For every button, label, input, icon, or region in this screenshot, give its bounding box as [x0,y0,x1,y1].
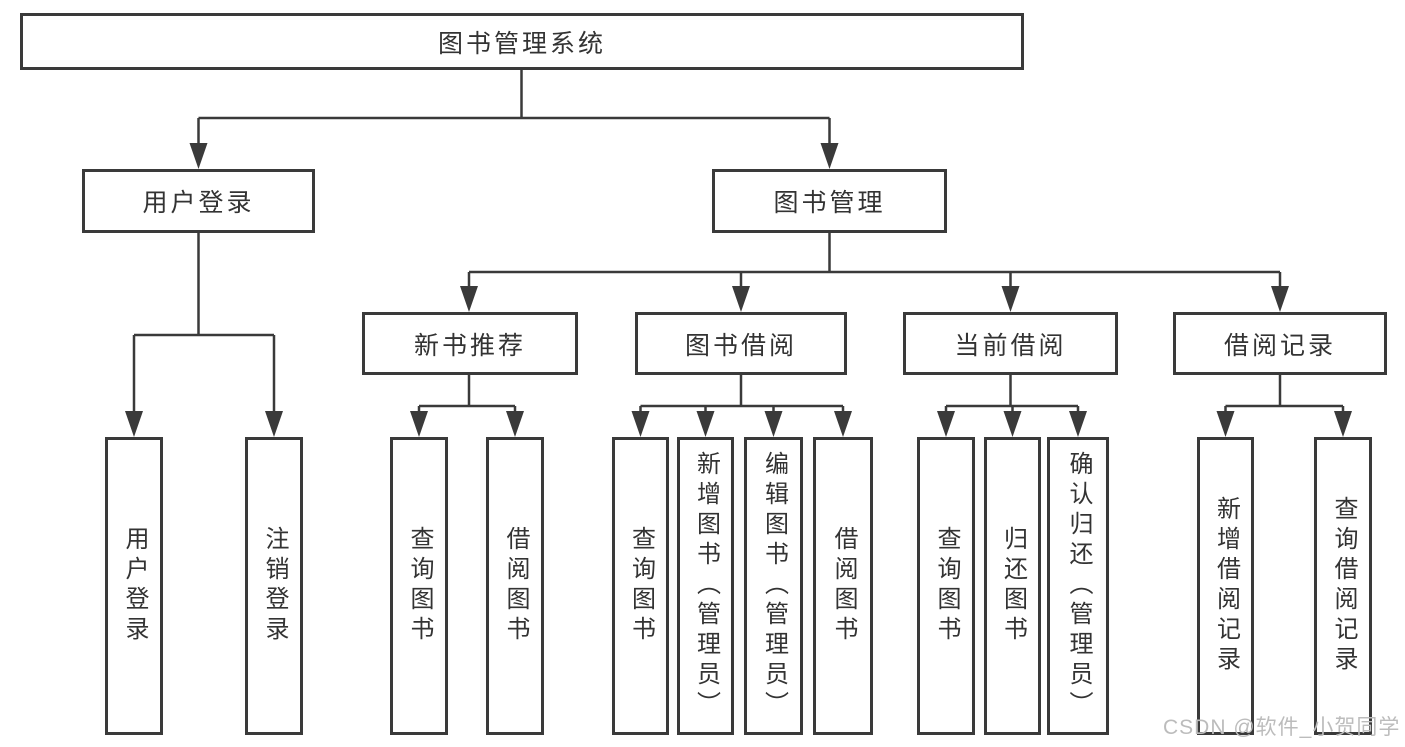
leaf-borrow-add-books-admin: 新增图书（管理员） [677,437,734,735]
leaf-borrow-query-books: 查询图书 [612,437,669,735]
leaf-borrow-borrow-books: 借阅图书 [813,437,873,735]
leaf-records-add-record: 新增借阅记录 [1197,437,1254,735]
node-root-label: 图书管理系统 [437,29,606,58]
leaf-records-query-record-label: 查询借阅记录 [1330,496,1357,676]
leaf-current-return-books: 归还图书 [984,437,1041,735]
node-book-management: 图书管理 [712,169,947,233]
node-user-login-label: 用户登录 [142,189,255,217]
leaf-borrow-edit-books-admin-label: 编辑图书（管理员） [760,451,788,721]
leaf-logout-label: 注销登录 [261,526,288,646]
connector-path [132,69,1345,414]
arrowheads [125,143,1352,437]
leaf-newbook-query-books: 查询图书 [390,437,448,735]
leaf-newbook-query-books-label: 查询图书 [406,526,433,646]
leaf-records-query-record: 查询借阅记录 [1314,437,1372,735]
leaf-borrow-add-books-admin-label: 新增图书（管理员） [692,451,720,721]
leaf-newbook-borrow-books: 借阅图书 [486,437,544,735]
node-new-book-recommend-label: 新书推荐 [413,331,526,360]
node-book-borrow: 图书借阅 [635,312,847,375]
node-new-book-recommend: 新书推荐 [362,312,578,375]
leaf-user-login-label: 用户登录 [121,526,148,646]
leaf-current-confirm-return-admin: 确认归还（管理员） [1047,437,1109,735]
leaf-borrow-borrow-books-label: 借阅图书 [830,526,857,646]
node-root: 图书管理系统 [20,13,1024,70]
csdn-watermark: CSDN @软件_小贺同学 [1163,716,1401,739]
leaf-current-query-books: 查询图书 [917,437,975,735]
leaf-borrow-edit-books-admin: 编辑图书（管理员） [744,437,803,735]
leaf-newbook-borrow-books-label: 借阅图书 [502,526,529,646]
node-current-borrow: 当前借阅 [903,312,1118,375]
leaf-logout: 注销登录 [245,437,303,735]
node-current-borrow-label: 当前借阅 [954,331,1067,360]
leaf-records-add-record-label: 新增借阅记录 [1212,496,1240,676]
node-book-borrow-label: 图书借阅 [684,331,797,360]
leaf-borrow-query-books-label: 查询图书 [627,526,655,646]
node-user-login: 用户登录 [82,169,315,233]
leaf-current-confirm-return-admin-label: 确认归还（管理员） [1065,451,1092,721]
leaf-current-query-books-label: 查询图书 [933,526,960,646]
node-book-management-label: 图书管理 [773,189,886,217]
leaf-current-return-books-label: 归还图书 [999,526,1027,646]
node-borrow-records: 借阅记录 [1173,312,1387,375]
leaf-user-login: 用户登录 [105,437,163,735]
node-borrow-records-label: 借阅记录 [1223,331,1336,360]
